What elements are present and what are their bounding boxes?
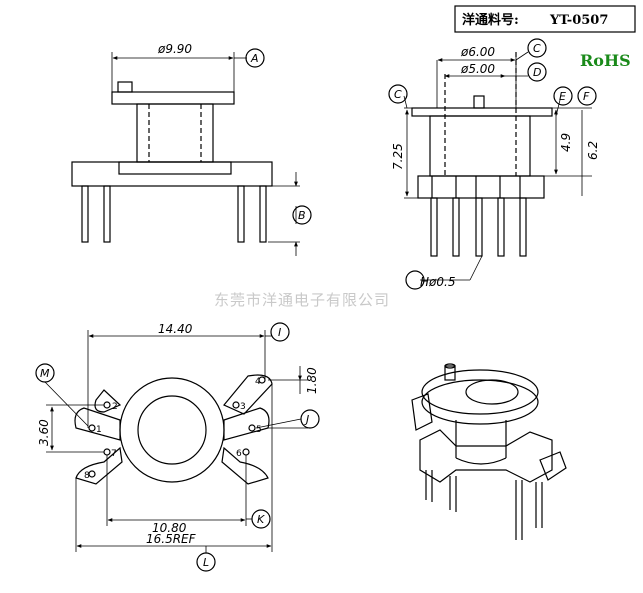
isometric-view (411, 363, 567, 540)
rohs-mark: RoHS (580, 51, 631, 70)
overall-dim: 16.5REF (146, 532, 197, 546)
front-width-dim: ø9.90 (157, 42, 192, 56)
side-height-total: 7.25 (391, 143, 405, 170)
pin-label-2: 2 (112, 402, 118, 412)
callout-b: B (298, 209, 306, 222)
callout-c-left: C (394, 88, 402, 101)
callout-c-top: C (533, 42, 541, 55)
callout-e: E (559, 90, 566, 103)
company-watermark: 东莞市洋通电子有限公司 (214, 291, 390, 309)
callout-i: I (278, 326, 281, 339)
part-number: YT-0507 (549, 13, 608, 28)
side-outer-dim: ø6.00 (460, 45, 495, 59)
part-label: 洋通料号: (462, 12, 519, 28)
side-inner-dim: ø5.00 (460, 62, 495, 76)
header: 洋通料号: YT-0507 RoHS (454, 5, 636, 70)
pin-label-1: 1 (96, 425, 102, 435)
pin-label-4: 4 (255, 377, 261, 387)
front-view (71, 48, 312, 256)
pin-label-7: 7 (111, 449, 117, 459)
bottom-view (35, 322, 320, 572)
pin-pitch-dim: 1.80 (305, 367, 319, 394)
side-view (388, 38, 597, 290)
side-height-b: 6.2 (586, 141, 600, 160)
callout-l: L (203, 556, 209, 569)
pin-label-3: 3 (240, 402, 246, 412)
pin-span-dim: 10.80 (152, 521, 187, 535)
callout-k: K (257, 513, 265, 526)
callout-j: J (304, 413, 309, 426)
side-height-a: 4.9 (559, 133, 573, 152)
pin-diameter-dim: Hø0.5 (420, 275, 455, 289)
pin-label-5: 5 (256, 425, 262, 435)
pin-label-8: 8 (84, 471, 90, 481)
bottom-width-dim: 14.40 (158, 322, 193, 336)
row-spacing-dim: 3.60 (37, 419, 51, 446)
callout-m: M (40, 367, 50, 380)
callout-a: A (250, 52, 259, 65)
callout-d: D (533, 66, 541, 79)
pin-label-6: 6 (236, 449, 242, 459)
callout-f: F (583, 90, 590, 103)
